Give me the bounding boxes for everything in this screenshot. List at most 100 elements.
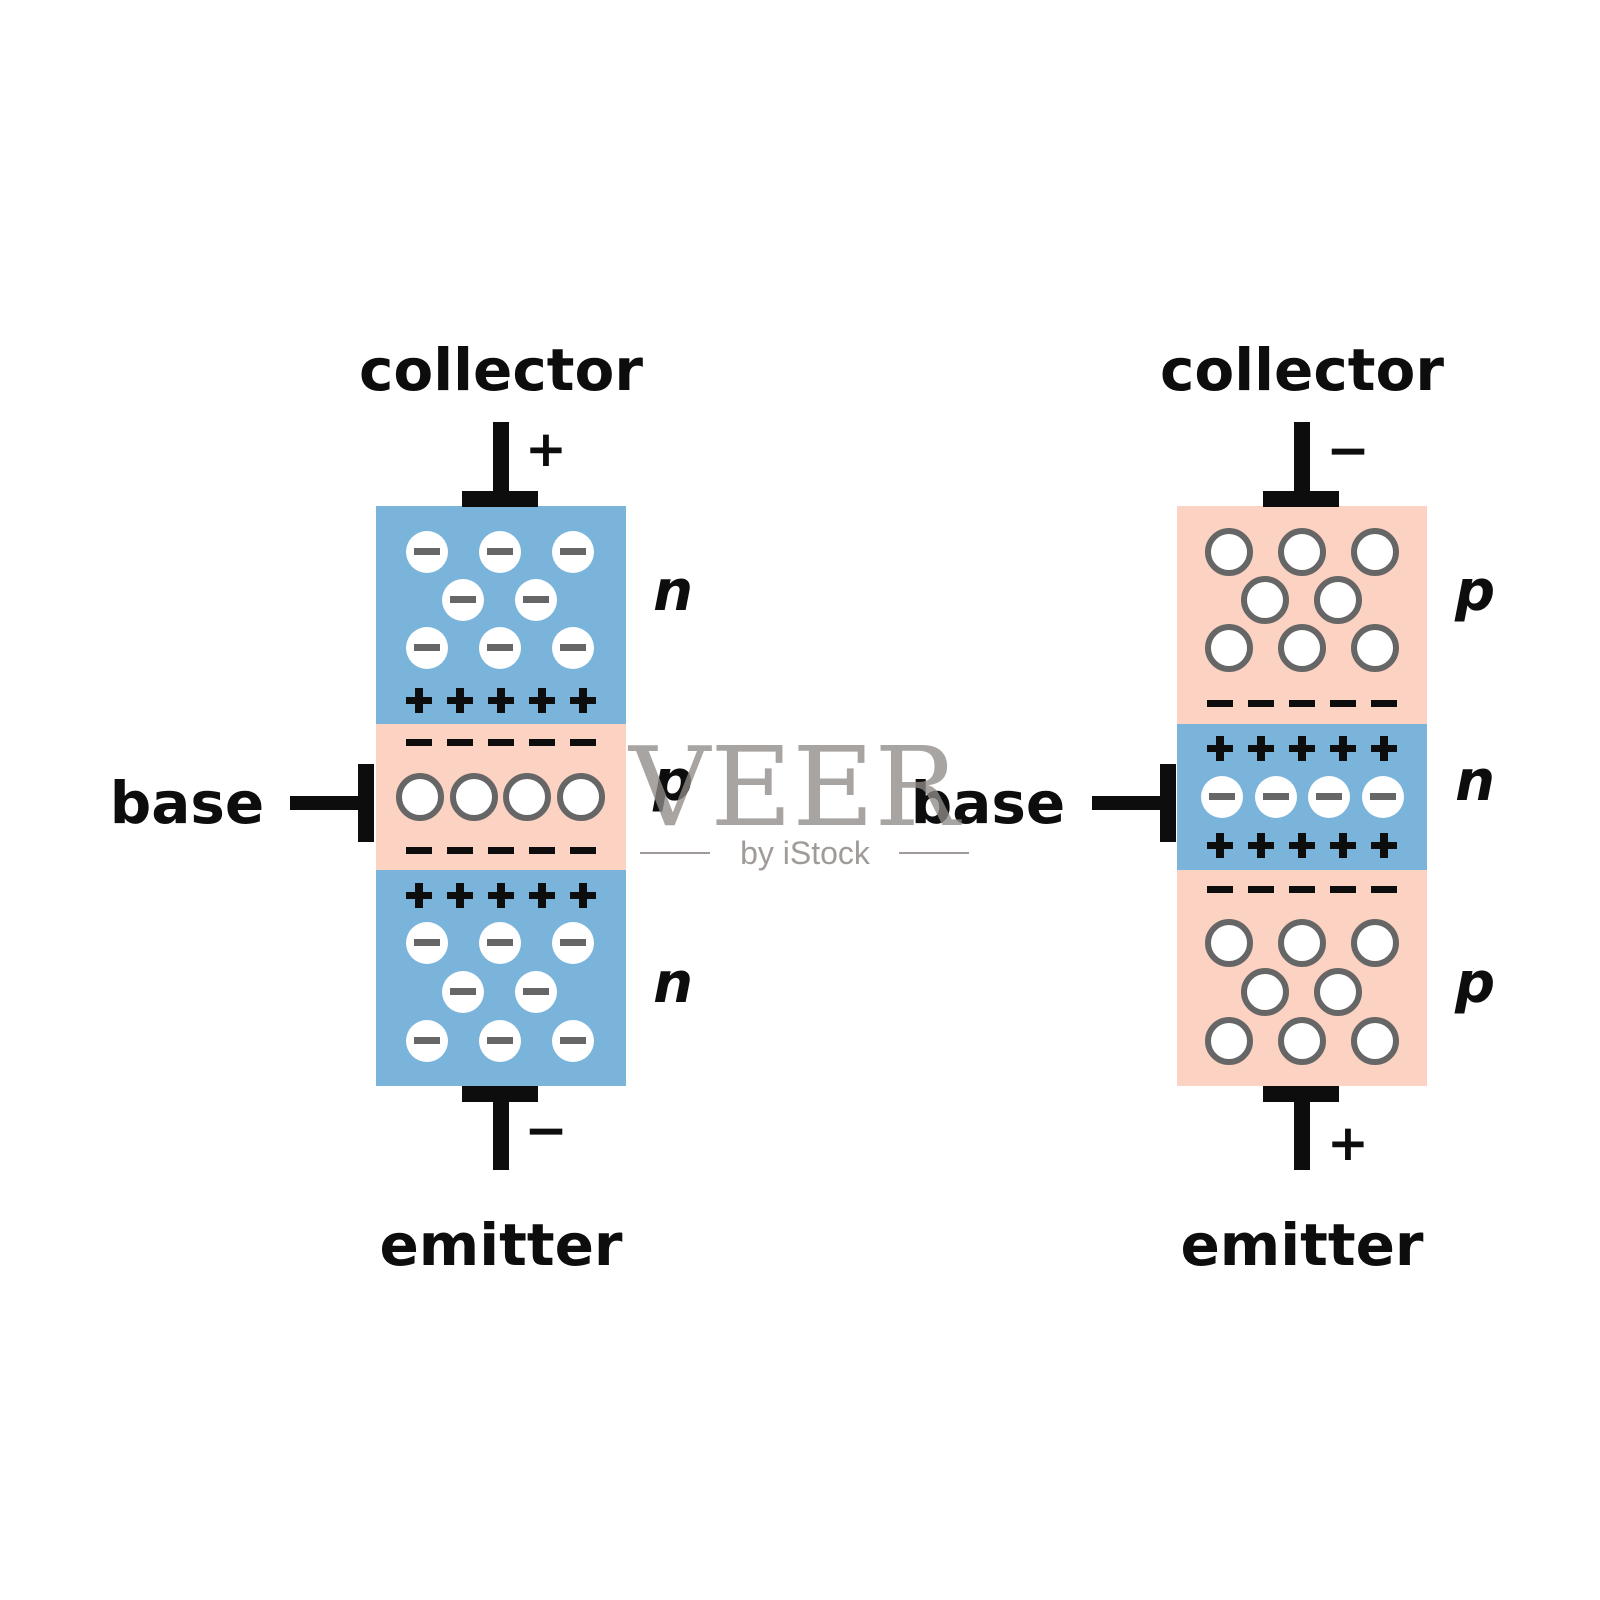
pnp-emitter-holes <box>1205 919 1399 1065</box>
electron-icon <box>442 579 484 621</box>
hole-icon <box>1278 1017 1326 1065</box>
hole-icon <box>557 773 605 821</box>
minus-icon <box>1207 700 1233 707</box>
hole-icon <box>1314 576 1362 624</box>
pnp-emitter-lead <box>1294 1094 1310 1170</box>
watermark-sub: by iStock <box>740 835 871 871</box>
electron-icon <box>406 922 448 964</box>
hole-icon <box>1278 919 1326 967</box>
plus-icon <box>406 688 432 713</box>
npn-base-lead <box>290 796 360 810</box>
plus-icon <box>1207 736 1233 761</box>
minus-icon <box>529 847 555 854</box>
minus-icon <box>1371 886 1397 893</box>
plus-icon <box>1289 833 1315 858</box>
plus-icon <box>447 688 473 713</box>
electron-icon <box>479 627 521 669</box>
pnp-base-positive-ions-bottom <box>1207 833 1397 858</box>
plus-icon <box>447 883 473 908</box>
npn-emitter-electrons <box>406 922 594 1062</box>
npn-collector-label: collector <box>359 336 643 404</box>
minus-icon <box>1248 886 1274 893</box>
pnp-base-electrons <box>1201 776 1404 818</box>
electron-icon <box>479 922 521 964</box>
npn-middle-type: p <box>652 749 693 814</box>
hole-icon <box>1351 528 1399 576</box>
pnp-collector-holes <box>1205 528 1399 672</box>
pnp-top-type: p <box>1454 559 1495 624</box>
hole-icon <box>450 773 498 821</box>
pnp-collector-lead <box>1294 422 1310 498</box>
plus-icon <box>1330 736 1356 761</box>
npn-emitter-label: emitter <box>379 1211 622 1279</box>
minus-icon <box>447 739 473 746</box>
plus-icon <box>1371 833 1397 858</box>
electron-icon <box>552 1020 594 1062</box>
pnp-collector-label: collector <box>1160 336 1444 404</box>
hole-icon <box>1278 528 1326 576</box>
pnp-collector-plate <box>1263 491 1339 507</box>
electron-icon <box>479 1020 521 1062</box>
electron-icon <box>406 531 448 573</box>
electron-icon <box>1201 776 1243 818</box>
minus-icon <box>1207 886 1233 893</box>
hole-icon <box>1241 576 1289 624</box>
npn-emitter-polarity: − <box>524 1101 568 1161</box>
pnp-emitter-negative-ions <box>1207 886 1397 893</box>
minus-icon <box>488 739 514 746</box>
minus-icon <box>529 739 555 746</box>
plus-icon <box>1248 833 1274 858</box>
electron-icon <box>1362 776 1404 818</box>
hole-icon <box>1278 624 1326 672</box>
npn-base-label: base <box>110 769 265 837</box>
electron-icon <box>552 627 594 669</box>
minus-icon <box>1289 700 1315 707</box>
minus-icon <box>570 739 596 746</box>
npn-bottom-type: n <box>653 951 693 1016</box>
electron-icon <box>1308 776 1350 818</box>
npn-transistor: collector + base emitter − n p n <box>110 336 693 1279</box>
pnp-emitter-polarity: + <box>1327 1114 1369 1172</box>
hole-icon <box>1351 1017 1399 1065</box>
npn-top-type: n <box>653 559 693 624</box>
plus-icon <box>1371 736 1397 761</box>
hole-icon <box>1205 624 1253 672</box>
pnp-emitter-label: emitter <box>1180 1211 1423 1279</box>
npn-emitter-positive-ions <box>406 883 596 908</box>
pnp-collector-polarity: − <box>1326 421 1370 481</box>
plus-icon <box>1207 833 1233 858</box>
hole-icon <box>1205 1017 1253 1065</box>
plus-icon <box>488 688 514 713</box>
minus-icon <box>1330 700 1356 707</box>
hole-icon <box>396 773 444 821</box>
minus-icon <box>1371 700 1397 707</box>
pnp-transistor: collector − base emitter + p n p <box>911 336 1495 1279</box>
plus-icon <box>570 883 596 908</box>
electron-icon <box>515 971 557 1013</box>
electron-icon <box>552 922 594 964</box>
watermark: VEER by iStock <box>627 723 969 871</box>
pnp-base-positive-ions-top <box>1207 736 1397 761</box>
hole-icon <box>1314 968 1362 1016</box>
hole-icon <box>503 773 551 821</box>
minus-icon <box>406 739 432 746</box>
npn-collector-lead <box>493 422 509 498</box>
npn-base-negative-ions-top <box>406 739 596 746</box>
pnp-bottom-type: p <box>1454 951 1495 1016</box>
electron-icon <box>406 627 448 669</box>
watermark-brand: VEER <box>627 723 962 851</box>
plus-icon <box>488 883 514 908</box>
plus-icon <box>406 883 432 908</box>
npn-base-holes <box>396 773 605 821</box>
watermark-rule-left <box>640 852 710 854</box>
minus-icon <box>570 847 596 854</box>
minus-icon <box>1289 886 1315 893</box>
electron-icon <box>552 531 594 573</box>
npn-collector-polarity: + <box>525 420 567 478</box>
minus-icon <box>488 847 514 854</box>
plus-icon <box>529 688 555 713</box>
npn-base-negative-ions-bottom <box>406 847 596 854</box>
npn-collector-positive-ions <box>406 688 596 713</box>
minus-icon <box>1330 886 1356 893</box>
electron-icon <box>442 971 484 1013</box>
